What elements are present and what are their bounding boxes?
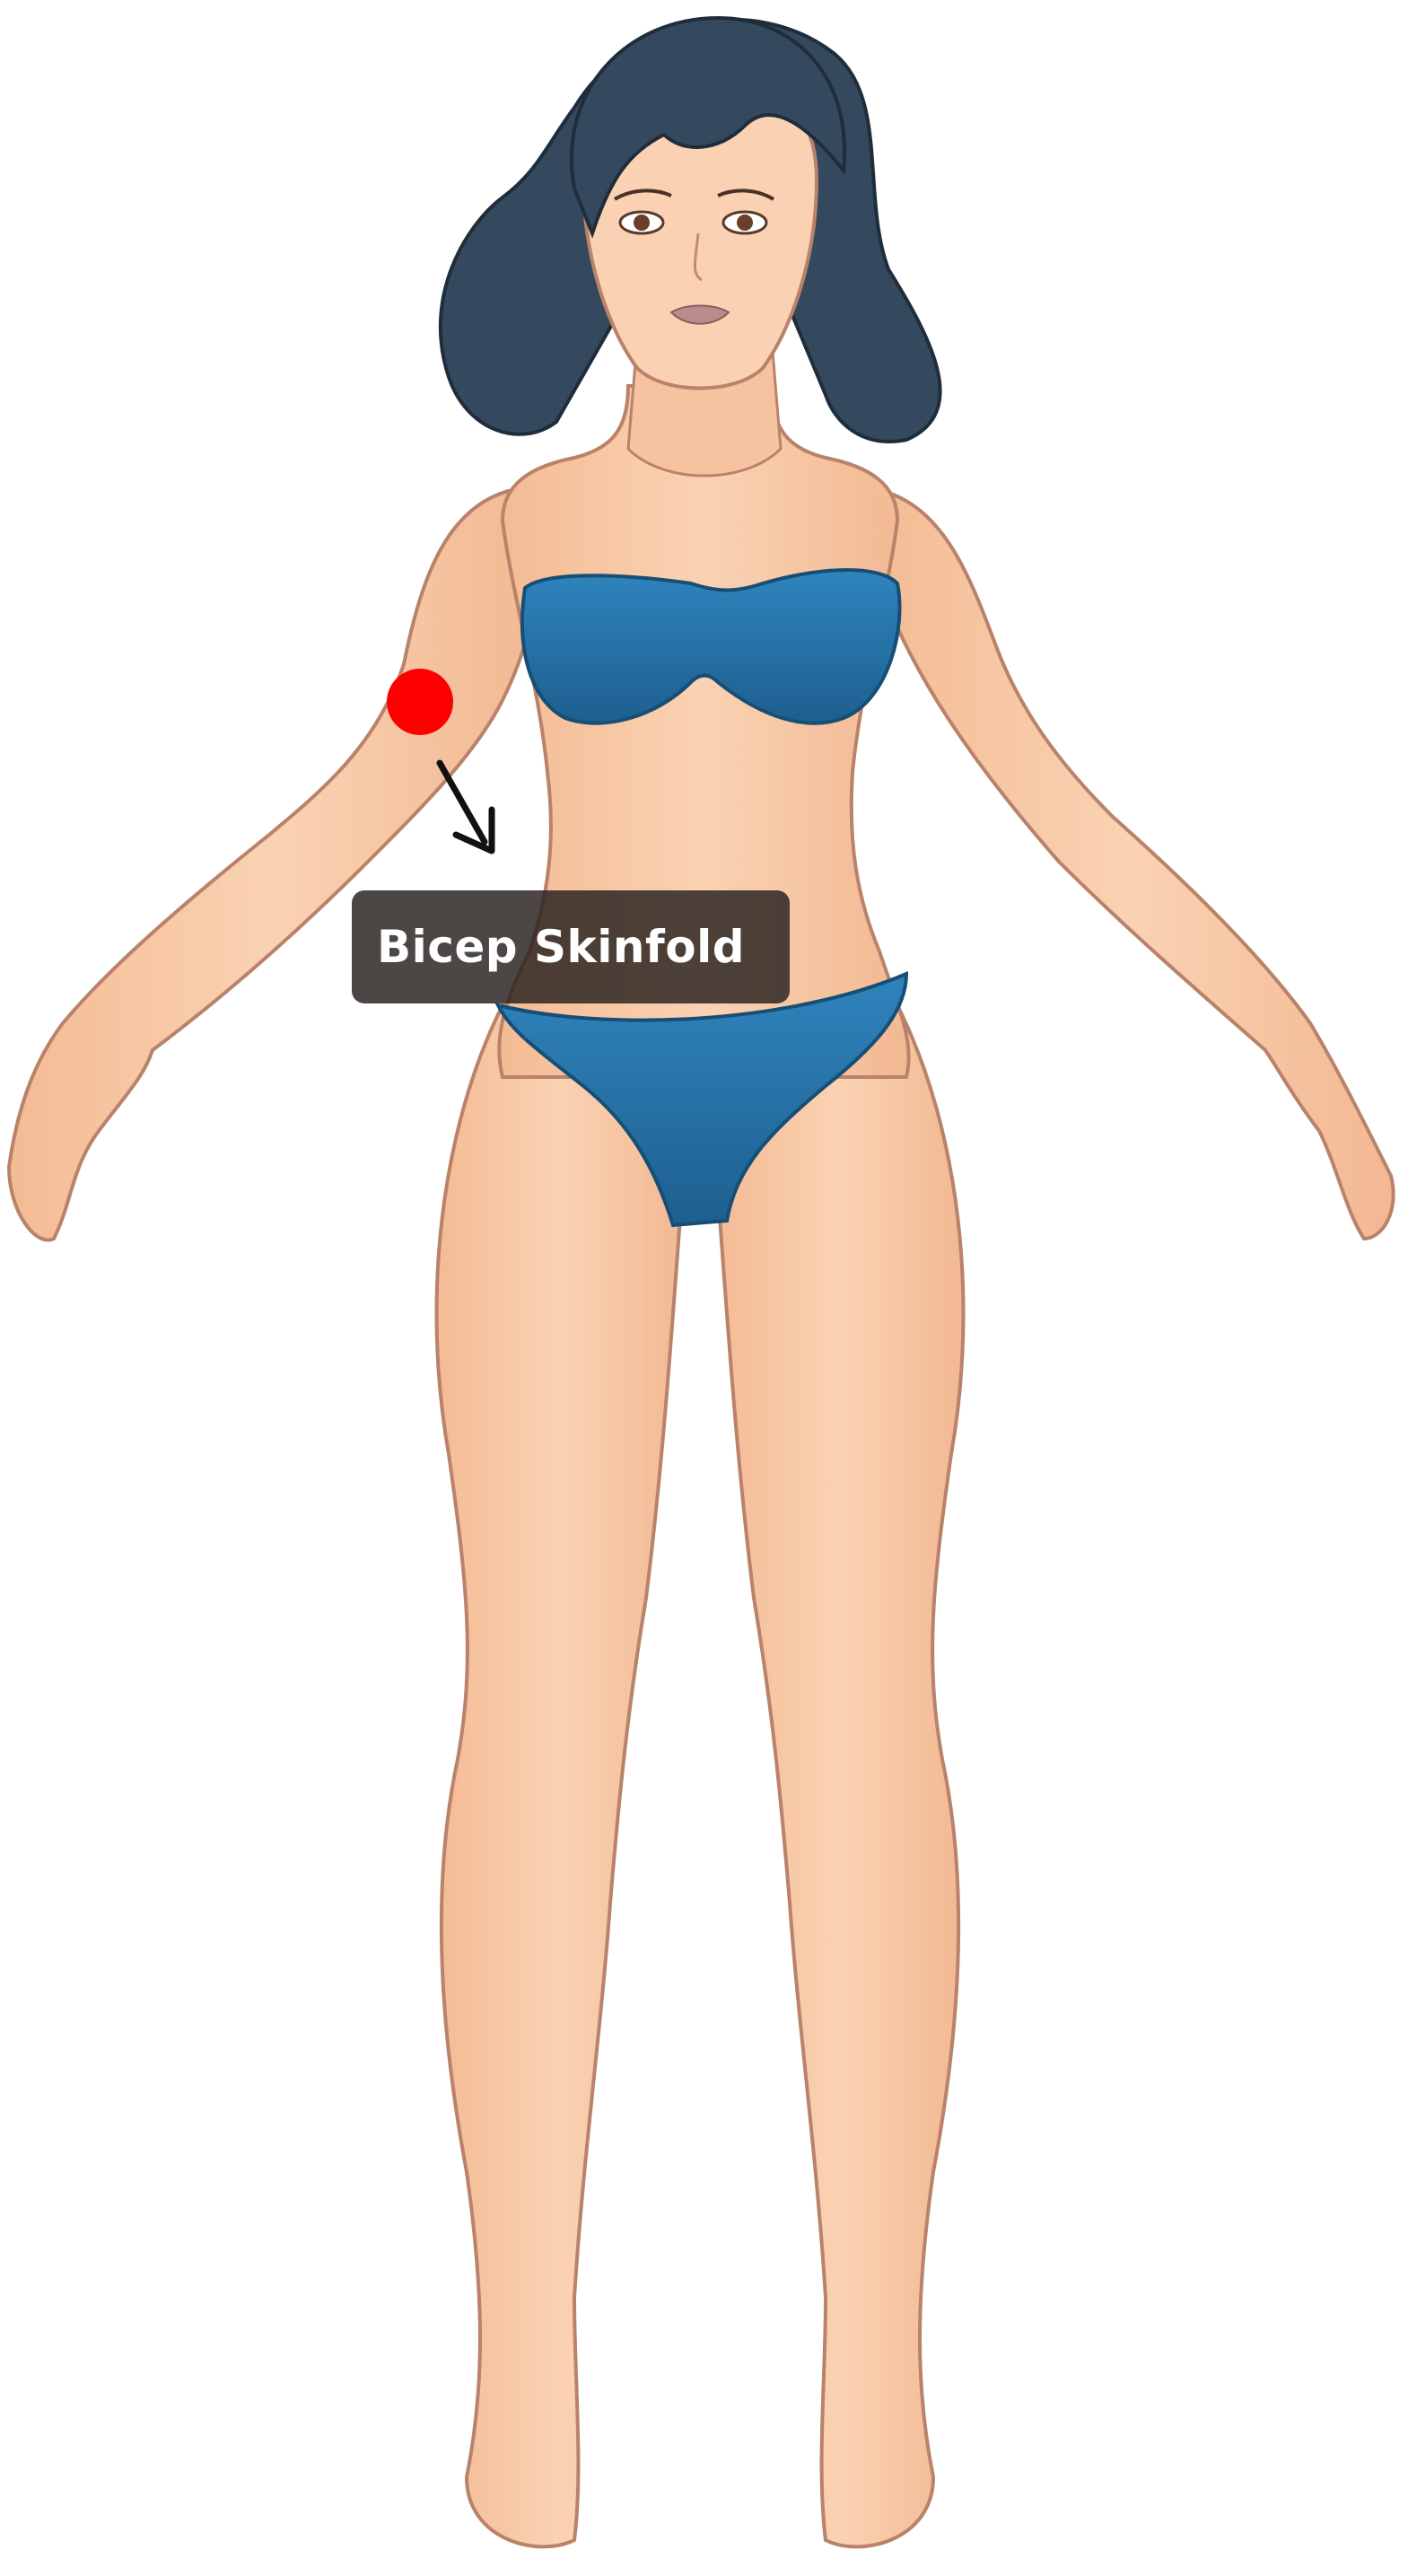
right-leg xyxy=(713,1003,966,2549)
hair-bangs xyxy=(569,15,847,239)
bikini-bottom xyxy=(494,970,909,1228)
left-iris xyxy=(634,215,650,231)
label-callout: Bicep Skinfold xyxy=(352,890,790,1003)
left-eyebrow xyxy=(613,188,672,201)
right-arm xyxy=(866,486,1395,1241)
nose xyxy=(693,232,703,282)
right-iris xyxy=(737,215,753,231)
mouth xyxy=(669,304,730,325)
right-eyebrow xyxy=(717,188,775,201)
pointer-arrowhead xyxy=(452,806,495,854)
bicep-skinfold-marker-dot xyxy=(387,669,453,735)
bicep-skinfold-label: Bicep Skinfold xyxy=(377,921,746,973)
left-leg xyxy=(434,1003,687,2549)
pointer-arrow-line xyxy=(436,759,488,846)
bikini-top xyxy=(520,568,902,725)
